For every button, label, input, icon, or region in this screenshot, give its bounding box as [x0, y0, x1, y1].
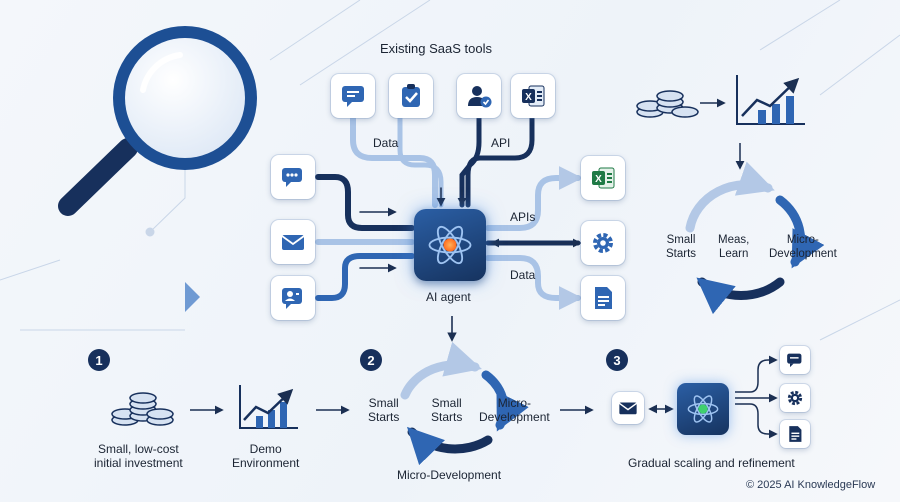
mail-icon — [618, 402, 638, 415]
user-check-icon — [468, 86, 492, 108]
svg-text:X: X — [525, 92, 532, 103]
saas-tools-title: Existing SaaS tools — [380, 41, 493, 56]
left-connections — [315, 174, 415, 301]
checklist-icon — [402, 84, 420, 107]
chat-icon — [282, 168, 302, 187]
cycle-right-micro-dev: Micro- Development — [769, 234, 837, 260]
diamond-shape — [185, 282, 200, 312]
right-connections — [485, 166, 583, 310]
ai-agent-tile[interactable] — [414, 209, 486, 281]
ai-agent-label: AI agent — [426, 290, 471, 304]
fanout-arrows — [735, 355, 778, 439]
excel-tile[interactable]: X — [511, 74, 555, 118]
mail-tile[interactable] — [271, 220, 315, 264]
user-check-tile[interactable] — [457, 74, 501, 118]
chat-icon — [787, 353, 802, 368]
contact-card-icon — [282, 288, 302, 309]
svg-text:X: X — [595, 174, 602, 185]
cycle-right-meas-learn: Meas, Learn — [718, 234, 750, 260]
copyright-text: © 2025 AI KnowledgeFlow — [746, 479, 876, 491]
step3-gear-tile[interactable] — [780, 384, 810, 412]
apis-label: APIs — [510, 210, 536, 224]
step1-label: Small, low-cost initial investment — [94, 442, 183, 470]
step1-badge: 1 — [88, 349, 110, 371]
mail-icon — [281, 235, 305, 250]
top-connections — [350, 115, 535, 208]
contact-card-tile[interactable] — [271, 276, 315, 320]
document-tile[interactable] — [581, 276, 625, 320]
coins-icon — [636, 90, 699, 118]
step2-small-starts-inner: Small Starts — [431, 396, 463, 424]
document-icon — [595, 287, 612, 309]
cycle-right-small-starts: Small Starts — [666, 234, 697, 260]
cycle-right-ring — [685, 161, 825, 315]
atom-icon — [687, 395, 719, 423]
magnifier-icon — [58, 26, 257, 216]
step3-chat-tile[interactable] — [780, 346, 810, 374]
atom-icon — [428, 225, 472, 265]
gear-tile[interactable] — [581, 221, 625, 265]
excel-icon: X — [592, 167, 615, 189]
coin-stack-icon — [111, 392, 174, 426]
step2-badge: 2 — [360, 349, 382, 371]
step3-label: Gradual scaling and refinement — [628, 456, 795, 470]
excel-right-tile[interactable]: X — [581, 156, 625, 200]
checklist-tile[interactable] — [389, 74, 433, 118]
right-data-label: Data — [510, 268, 536, 282]
step2-micro-dev-right: Micro- Development — [479, 396, 550, 424]
document-icon — [789, 426, 802, 442]
chat-bubble-tile[interactable] — [331, 74, 375, 118]
excel-icon: X — [522, 85, 545, 107]
demo-chart-icon — [239, 385, 298, 429]
top-data-label: Data — [373, 136, 399, 150]
step2-micro-dev-bottom: Micro-Development — [397, 468, 502, 482]
gear-icon — [787, 390, 803, 406]
chat-bubble-icon — [342, 86, 364, 107]
gear-icon — [593, 233, 613, 253]
step2-small-starts-outer: Small Starts — [368, 396, 400, 424]
growth-chart-icon — [736, 75, 805, 125]
top-api-label: API — [491, 136, 511, 150]
cycle-step2-ring — [400, 341, 529, 466]
step3-badge: 3 — [606, 349, 628, 371]
demo-environment-label: Demo Environment — [232, 442, 300, 470]
chat-tile[interactable] — [271, 155, 315, 199]
background-lines — [0, 0, 900, 341]
step3-mail-tile[interactable] — [612, 392, 644, 424]
step3-document-tile[interactable] — [780, 420, 810, 448]
step3-agent-tile[interactable] — [677, 383, 729, 435]
